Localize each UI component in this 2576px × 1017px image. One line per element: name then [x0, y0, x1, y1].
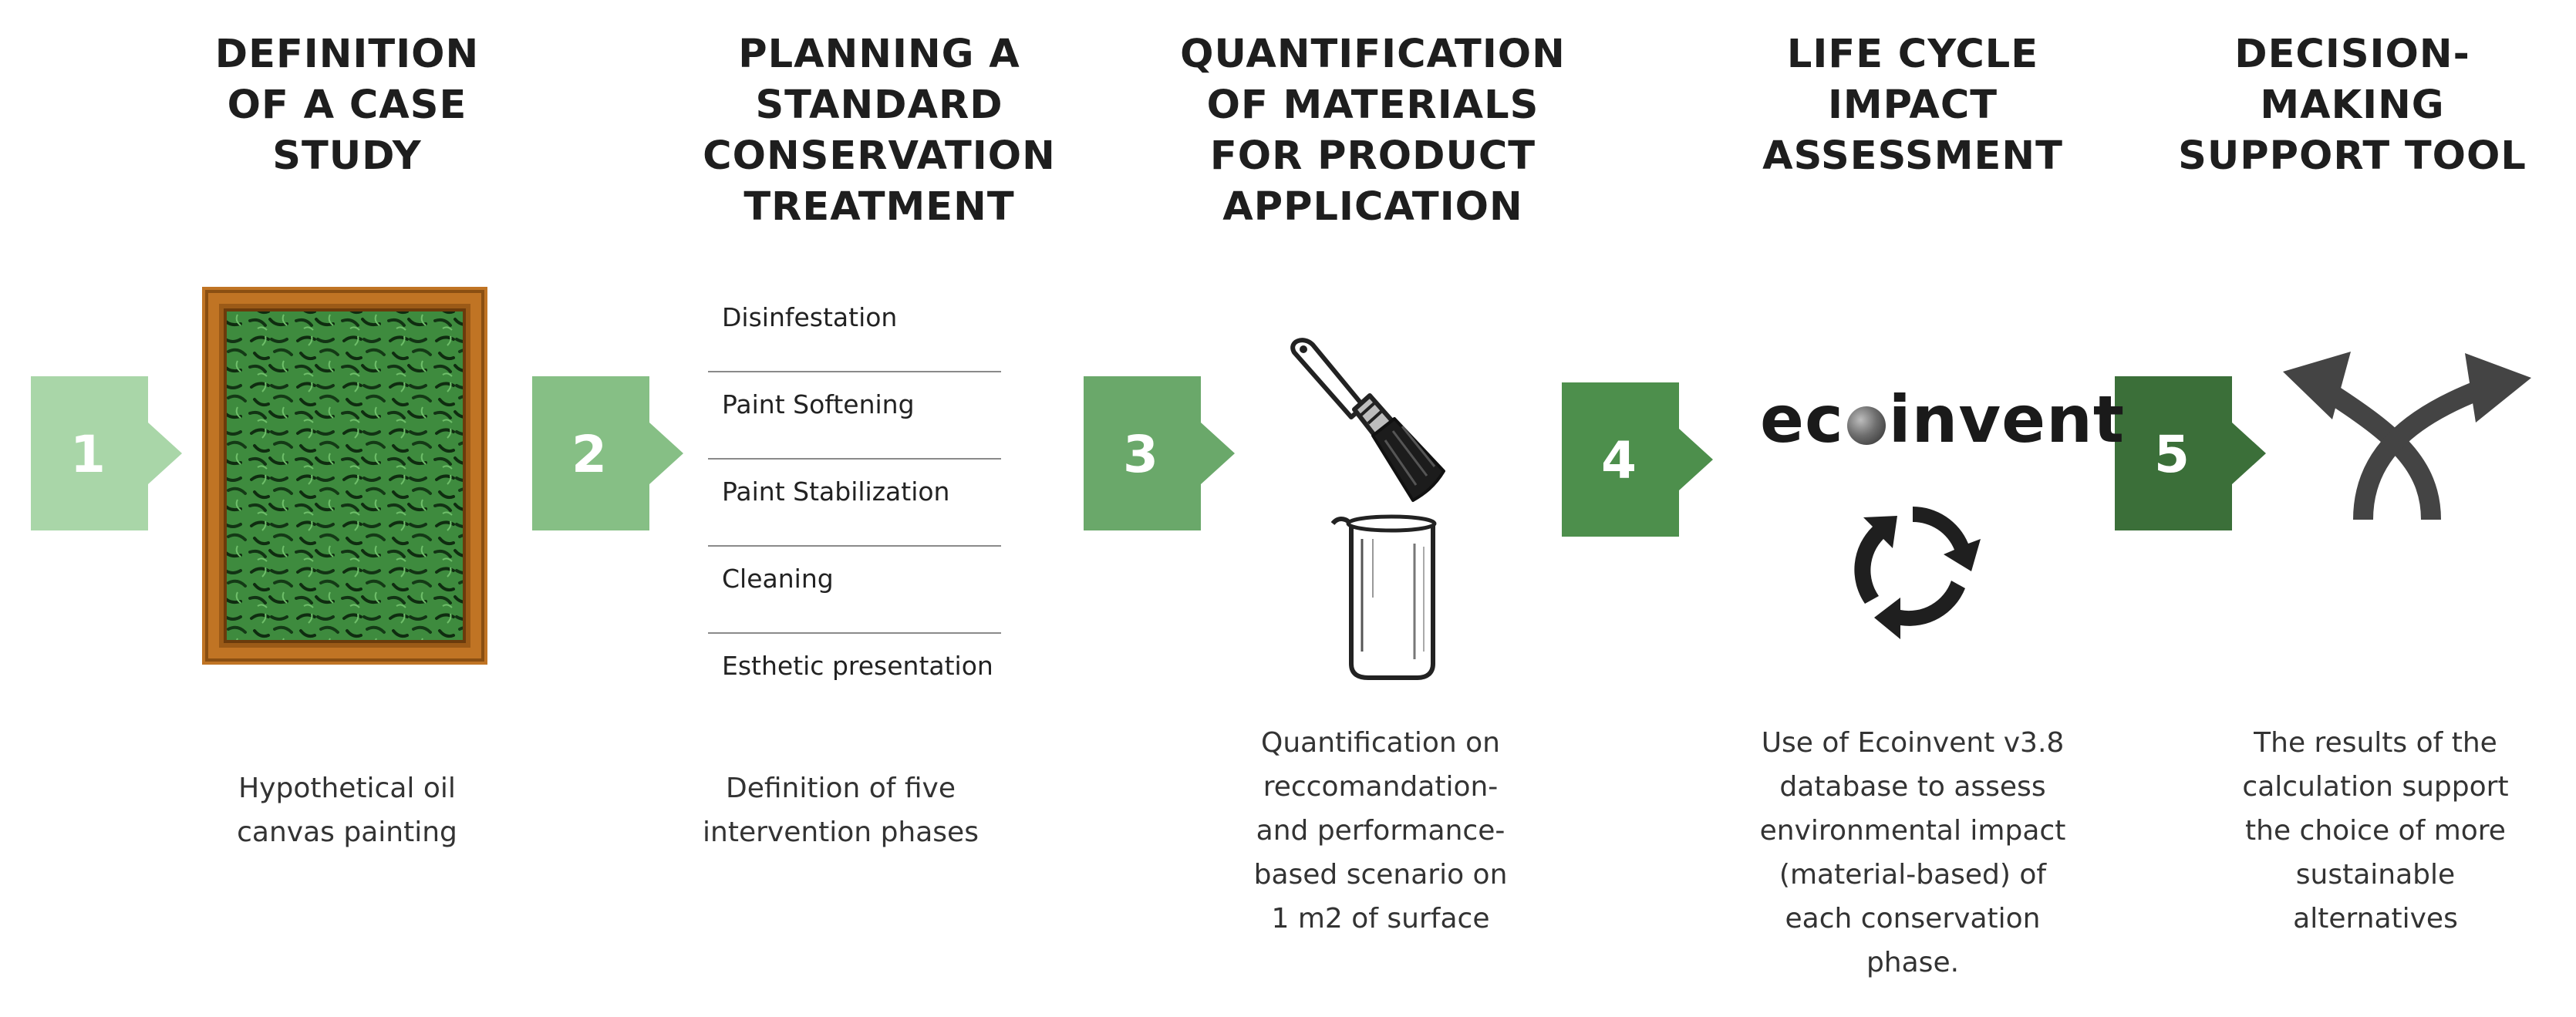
- step-2-number: 2: [572, 425, 607, 484]
- phase-item: Disinfestation: [708, 285, 1001, 372]
- ecoinvent-logo: ec invent: [1760, 382, 2124, 459]
- step-2-heading: PLANNING A STANDARD CONSERVATION TREATME…: [703, 32, 1056, 230]
- crossing-arrows-icon: [2277, 349, 2539, 529]
- logo-globe-icon: [1846, 406, 1886, 445]
- step-5-heading: DECISION- MAKING SUPPORT TOOL: [2178, 32, 2527, 179]
- recycle-arrows-icon: [1836, 490, 1990, 647]
- step-5-badge-shape: [2115, 376, 2266, 530]
- logo-text-start: ec: [1760, 382, 1844, 457]
- step-1-number: 1: [70, 425, 106, 484]
- step-4-badge: 4: [1562, 382, 1716, 537]
- step-5-badge: 5: [2115, 376, 2269, 530]
- paintbrush-icon: [1280, 335, 1465, 508]
- framed-painting-icon: [202, 287, 487, 668]
- beaker-icon: [1328, 513, 1452, 685]
- step-1-badge-shape: [31, 376, 182, 530]
- step-2-description: Definition of five intervention phases: [703, 773, 979, 848]
- step-3-badge-shape: [1084, 376, 1235, 530]
- intervention-phase-list: Disinfestation Paint Softening Paint Sta…: [708, 285, 1001, 721]
- step-4-description: Use of Ecoinvent v3.8 database to assess…: [1759, 727, 2066, 978]
- step-3-heading: QUANTIFICATION OF MATERIALS FOR PRODUCT …: [1180, 32, 1566, 230]
- phase-item: Esthetic presentation: [722, 651, 993, 681]
- phase-item: Paint Stabilization: [708, 460, 1001, 547]
- step-5-description: The results of the calculation support t…: [2242, 727, 2509, 934]
- step-4-badge-shape: [1562, 382, 1713, 537]
- step-5-number: 5: [2154, 425, 2190, 484]
- step-1-badge: 1: [31, 376, 185, 530]
- step-1-heading: DEFINITION OF A CASE STUDY: [214, 32, 480, 179]
- step-2-badge-shape: [532, 376, 683, 530]
- step-1-description: Hypothetical oil canvas painting: [237, 773, 457, 848]
- step-4-number: 4: [1601, 431, 1637, 490]
- logo-text-end: invent: [1888, 382, 2126, 457]
- step-3-description: Quantification on reccomandation- and pe…: [1253, 727, 1508, 934]
- step-3-number: 3: [1123, 425, 1158, 484]
- step-3-badge: 3: [1084, 376, 1238, 530]
- phase-item: Cleaning: [708, 547, 1001, 634]
- step-4-heading: LIFE CYCLE IMPACT ASSESSMENT: [1762, 32, 2063, 179]
- step-2-badge: 2: [532, 376, 686, 530]
- phase-item: Paint Softening: [708, 372, 1001, 460]
